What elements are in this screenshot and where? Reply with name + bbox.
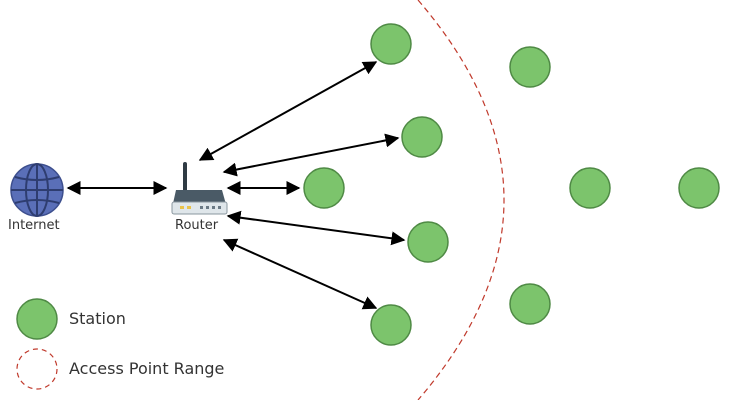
globe-icon xyxy=(10,163,64,217)
station xyxy=(509,283,551,325)
stations xyxy=(303,23,720,346)
station xyxy=(509,46,551,88)
station xyxy=(678,167,720,209)
internet-label: Internet xyxy=(8,218,60,233)
legend-station-label: Station xyxy=(69,309,126,328)
router-label: Router xyxy=(175,218,219,233)
station xyxy=(370,23,412,65)
legend-range-swatch xyxy=(16,348,58,390)
legend-station-swatch xyxy=(16,298,58,340)
station xyxy=(407,221,449,263)
arrow-router-station-5 xyxy=(222,238,378,310)
station xyxy=(569,167,611,209)
legend-range-label: Access Point Range xyxy=(69,359,225,378)
access-point-range-arc xyxy=(417,0,505,400)
router-icon xyxy=(171,162,228,215)
arrow-router-station-2 xyxy=(222,133,400,177)
arrow-router-station-4 xyxy=(226,210,406,246)
station xyxy=(370,304,412,346)
station xyxy=(401,116,443,158)
arrow-router-station-1 xyxy=(198,61,378,161)
station xyxy=(303,167,345,209)
